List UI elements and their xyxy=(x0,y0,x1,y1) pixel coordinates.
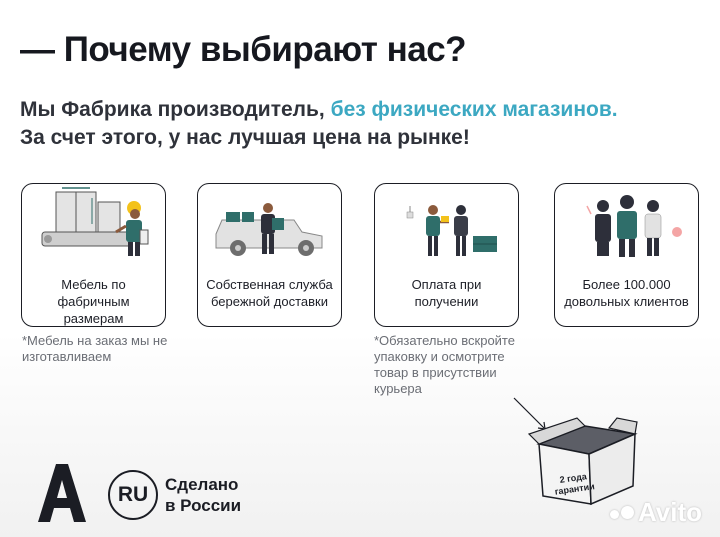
brand-logo-icon xyxy=(38,464,86,522)
made-line-1: Сделано xyxy=(165,475,239,494)
card-label: Мебель по фабричным размерам xyxy=(57,277,130,326)
package-box-icon xyxy=(527,417,638,506)
factory-worker-furniture-icon xyxy=(41,187,149,256)
subtitle-accent: без физических магазинов. xyxy=(330,98,618,121)
payment-handover-icon xyxy=(406,205,497,256)
avito-dots-icon xyxy=(610,506,634,519)
page-title: — Почему выбирают нас? xyxy=(20,30,467,69)
feature-card-delivery: Собственная служба бережной доставки xyxy=(197,183,342,327)
card-label: Более 100.000 довольных клиентов xyxy=(564,277,689,309)
subtitle-line-2: За счет этого, у нас лучшая цена на рынк… xyxy=(20,126,470,149)
subtitle-line-1: Мы Фабрика производитель, без физических… xyxy=(20,96,618,124)
page-subtitle: Мы Фабрика производитель, без физических… xyxy=(20,96,618,152)
note-custom-order: *Мебель на заказ мы не изготавливаем xyxy=(22,333,168,364)
made-line-2: в России xyxy=(165,496,242,515)
card-label: Оплата при получении xyxy=(411,277,482,309)
delivery-truck-icon xyxy=(215,203,323,256)
happy-customers-icon xyxy=(586,195,682,257)
note-inspect-package: *Обязательно вскройте упаковку и осмотри… xyxy=(374,333,515,396)
subtitle-text: Мы Фабрика производитель, xyxy=(20,98,331,121)
ru-badge: RU xyxy=(108,470,158,520)
feature-card-payment: Оплата при получении xyxy=(374,183,519,327)
made-in-russia: Сделано в России xyxy=(165,474,241,516)
feature-card-customers: Более 100.000 довольных клиентов xyxy=(554,183,699,327)
avito-watermark: Avito xyxy=(610,497,702,528)
feature-card-factory: Мебель по фабричным размерам xyxy=(21,183,166,327)
card-label: Собственная служба бережной доставки xyxy=(206,277,333,309)
watermark-text: Avito xyxy=(638,497,703,527)
